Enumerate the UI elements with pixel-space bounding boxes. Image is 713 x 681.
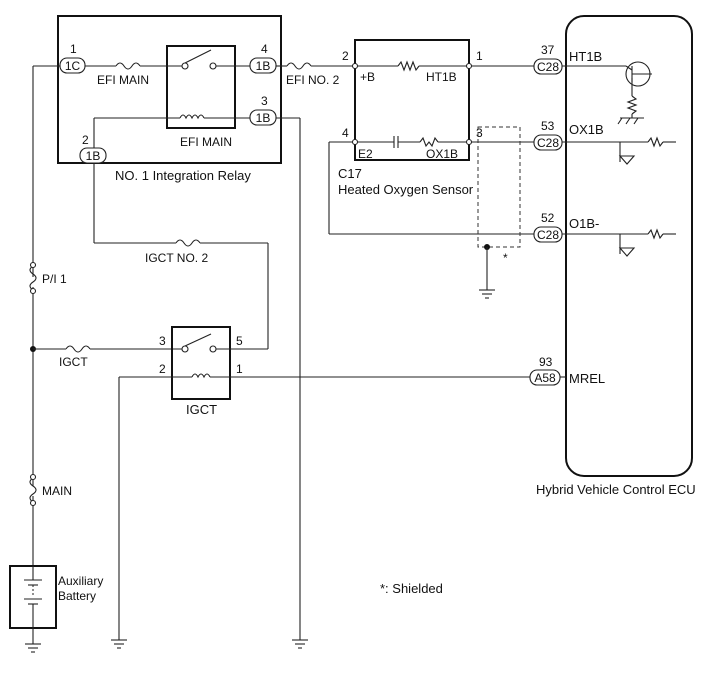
ecu-comparator-icon-2 [618,247,636,257]
relay-switch-arm [184,49,212,64]
connector-1c-label: 1C [65,59,81,73]
ecu-pin-93: A58 93 MREL [529,355,605,386]
efi-main-relay-label: EFI MAIN [180,135,232,149]
sensor-pin-2: 2 [342,49,349,63]
efi-no2-fuse-icon [286,62,312,70]
integration-relay-label: NO. 1 Integration Relay [115,168,251,183]
pi1-fuse-label: P/I 1 [42,272,67,286]
igct-no2-fuse-icon [175,239,201,247]
svg-text:52: 52 [541,211,555,225]
svg-text:93: 93 [539,355,553,369]
main-fuse-label: MAIN [42,484,72,498]
sensor-label-e2: E2 [358,147,373,161]
ecu-resistor-icon-2 [647,136,664,148]
ecu-box [565,15,693,477]
efi-main-relay-box [166,45,236,129]
sensor-label-ox1b: OX1B [426,147,458,161]
heater-resistor-icon [397,60,420,72]
ecu-chassis-ground-icon [617,117,644,125]
efi-main-fuse-label: EFI MAIN [97,73,149,87]
sensor-label-b: +B [360,70,375,84]
svg-text:C28: C28 [537,136,559,150]
battery-label-line1: Auxiliary [58,574,103,588]
svg-text:37: 37 [541,43,555,57]
ground-icon-igct [111,639,127,649]
connector-1b-pin4-label: 1B [256,59,271,73]
ground-icon-shield [479,289,495,299]
svg-text:OX1B: OX1B [569,122,604,137]
battery-label-line2: Battery [58,589,96,603]
connector-1b-pin3-label: 1B [256,111,271,125]
sensor-pin-3: 3 [476,126,483,140]
sensor-name: Heated Oxygen Sensor [338,182,474,197]
shield-mark: * [503,251,508,265]
svg-text:HT1B: HT1B [569,49,602,64]
igct-no2-fuse-label: IGCT NO. 2 [145,251,208,265]
igct-pin-2: 2 [159,362,166,376]
ecu-pin-52: C28 52 O1B- [533,211,599,243]
svg-text:MREL: MREL [569,371,605,386]
sensor-label-ht1b: HT1B [426,70,457,84]
sensor-code: C17 [338,166,362,181]
relay-pin-3: 3 [261,94,268,108]
ground-icon-relay [292,639,308,649]
relay-pin-1: 1 [70,42,77,56]
ecu-pin-37: C28 37 HT1B [533,43,602,75]
ecu-name: Hybrid Vehicle Control ECU [536,482,696,497]
igct-relay-box [171,326,231,400]
igct-pin-3: 3 [159,334,166,348]
svg-text:O1B-: O1B- [569,216,599,231]
oxygen-sensor-box [354,39,470,161]
sensor-pin-1: 1 [476,49,483,63]
igct-pin-1: 1 [236,362,243,376]
relay-pin-4: 4 [261,42,268,56]
svg-text:C28: C28 [537,228,559,242]
igct-pin-5: 5 [236,334,243,348]
relay-contact-left [181,62,189,70]
sensor-pin-4: 4 [342,126,349,140]
main-fuse-icon [29,477,37,503]
ecu-pin-53: C28 53 OX1B [533,119,604,151]
igct-coil-icon [191,373,211,379]
igct-fuse-icon [65,345,91,353]
efi-main-coil-icon [179,114,205,120]
svg-text:A58: A58 [534,371,556,385]
shield-outline [477,126,521,248]
svg-text:C28: C28 [537,60,559,74]
igct-relay-label: IGCT [186,402,217,417]
svg-text:53: 53 [541,119,555,133]
ecu-resistor-icon-3 [647,228,664,240]
relay-pin-2: 2 [82,133,89,147]
efi-no2-fuse-label: EFI NO. 2 [286,73,340,87]
ground-icon-battery [25,643,41,653]
sensor-resistor-icon [419,136,439,148]
integration-relay-box [57,15,282,164]
igct-switch-arm [184,333,212,347]
relay-contact-right [209,62,217,70]
pi1-fuse-icon [29,265,37,291]
connector-1b-pin2-label: 1B [86,149,101,163]
ecu-resistor-icon-1 [626,95,638,115]
ecu-comparator-icon-1 [618,155,636,165]
connector-1b-pin2 [79,147,107,164]
efi-main-fuse-icon [115,62,141,70]
igct-fuse-label: IGCT [59,355,88,369]
shield-note: *: Shielded [380,581,443,596]
